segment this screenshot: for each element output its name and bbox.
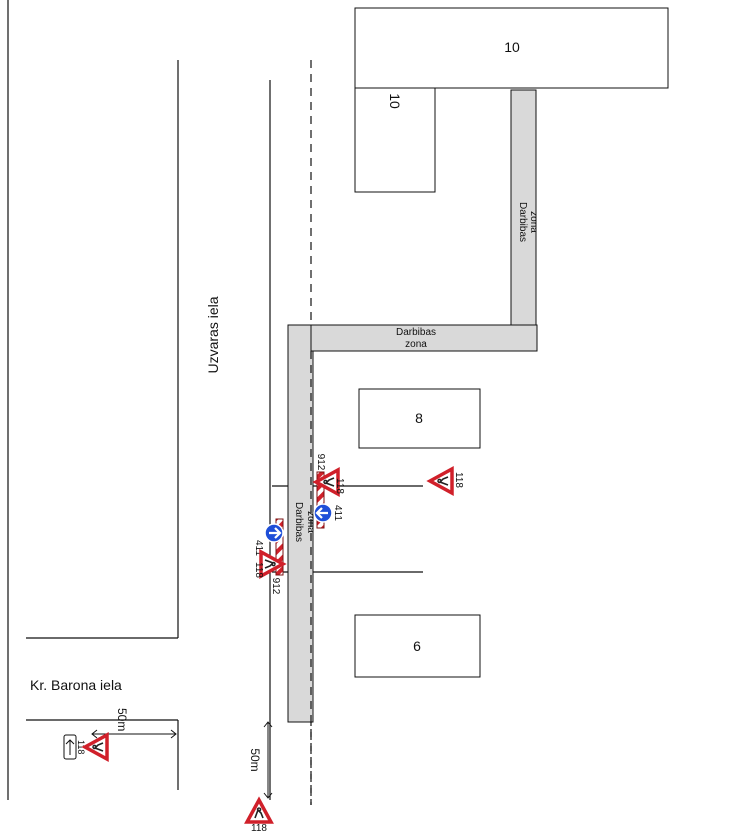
building-10-large bbox=[354, 7, 669, 89]
barrier-912 bbox=[275, 518, 284, 576]
sign-label: 118 bbox=[76, 740, 86, 754]
sign-label: 118 bbox=[251, 823, 267, 833]
distance-label: 50m bbox=[248, 748, 262, 771]
building-label: 6 bbox=[413, 638, 421, 654]
sign-label: 118 bbox=[253, 562, 264, 578]
svg-text:zona: zona bbox=[528, 211, 539, 233]
work-zone-label: Darbibas bbox=[396, 327, 436, 338]
sign-label: 411 bbox=[332, 505, 343, 521]
sign-label: 118 bbox=[453, 472, 464, 488]
building-8 bbox=[358, 388, 481, 449]
sign-label: 411 bbox=[253, 540, 264, 556]
street-name-uzvaras: Uzvaras iela bbox=[205, 296, 221, 373]
sign-label: 118 bbox=[334, 478, 345, 494]
building-label: 10 bbox=[387, 93, 403, 109]
work-zone-vertical-left bbox=[287, 324, 314, 723]
building-6 bbox=[354, 614, 481, 678]
work-zone-label: zona bbox=[405, 339, 427, 350]
sign-label: 912 bbox=[270, 578, 281, 595]
distance-marker-bottom bbox=[263, 721, 273, 799]
road-lines bbox=[7, 0, 423, 800]
keep-right-sign-icon bbox=[312, 502, 334, 524]
road-works-sign-icon bbox=[428, 467, 454, 495]
work-zone-vertical-right bbox=[510, 89, 537, 327]
svg-text:Darbibas: Darbibas bbox=[293, 502, 304, 542]
road-works-sign-icon bbox=[245, 798, 273, 824]
work-zone-horizontal bbox=[310, 324, 538, 352]
building-10-small bbox=[354, 87, 436, 193]
sign-label: 912 bbox=[315, 454, 326, 471]
work-zone-label: Darbibas zona bbox=[517, 202, 539, 242]
street-name-barona: Kr. Barona iela bbox=[30, 677, 122, 693]
barrier-912 bbox=[316, 471, 325, 529]
distance-label: 50m bbox=[115, 708, 129, 731]
road-works-sign-icon bbox=[83, 733, 109, 761]
keep-right-sign-icon bbox=[263, 522, 285, 544]
building-label: 10 bbox=[504, 39, 520, 55]
svg-text:Darbibas: Darbibas bbox=[517, 202, 528, 242]
building-label: 8 bbox=[415, 410, 423, 426]
